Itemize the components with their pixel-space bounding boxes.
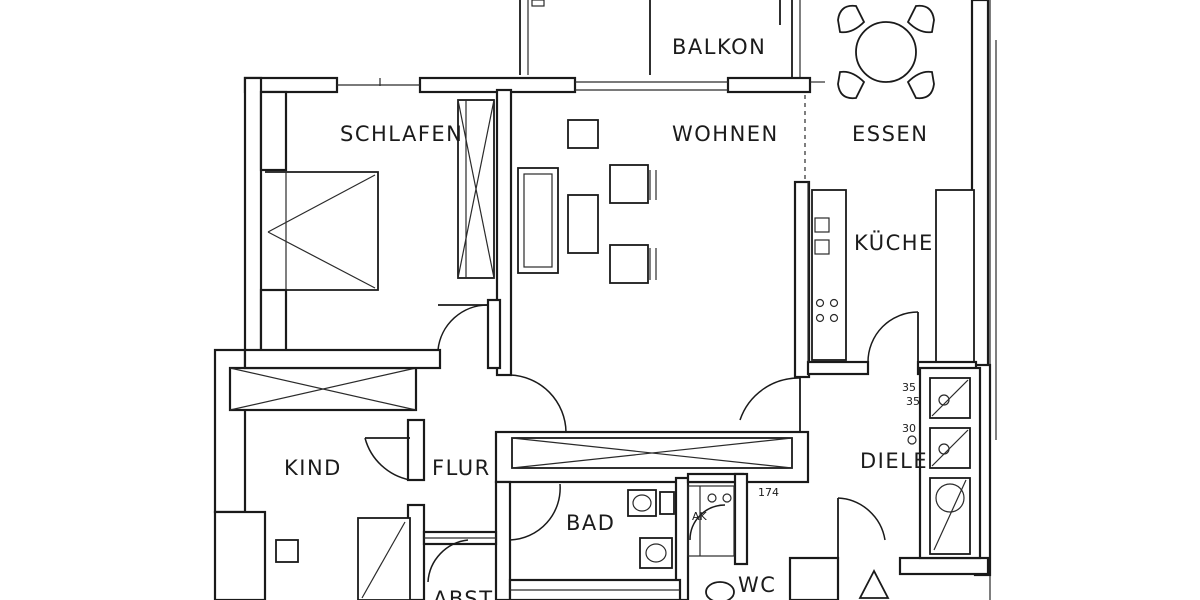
balcony <box>519 0 801 80</box>
exterior-walls <box>213 0 997 600</box>
room-label-flur: FLUR <box>432 456 491 480</box>
room-label-wohnen: WOHNEN <box>672 122 779 146</box>
room-label-diele: DIELE <box>860 449 928 473</box>
dimension-label-a: 35 <box>902 381 916 394</box>
shaft-label-ak: AK <box>692 510 708 523</box>
dimension-label-c: 30 <box>902 422 916 435</box>
room-label-wc: WC <box>738 573 776 597</box>
room-label-kueche: KÜCHE <box>854 230 934 255</box>
room-label-essen: ESSEN <box>852 122 928 146</box>
fixture-marker-icon <box>907 435 917 445</box>
furniture <box>275 4 971 600</box>
room-label-abst: ABST <box>433 587 494 600</box>
dimension-label-b: 35 <box>906 395 920 408</box>
room-label-bad: BAD <box>566 511 615 535</box>
interior-walls <box>243 88 982 600</box>
dimension-label-d: 174 <box>758 486 779 499</box>
doors <box>364 304 919 583</box>
room-label-balkon: BALKON <box>672 35 766 59</box>
room-label-schlafen: SCHLAFEN <box>340 122 463 146</box>
room-label-kind: KIND <box>284 456 342 480</box>
